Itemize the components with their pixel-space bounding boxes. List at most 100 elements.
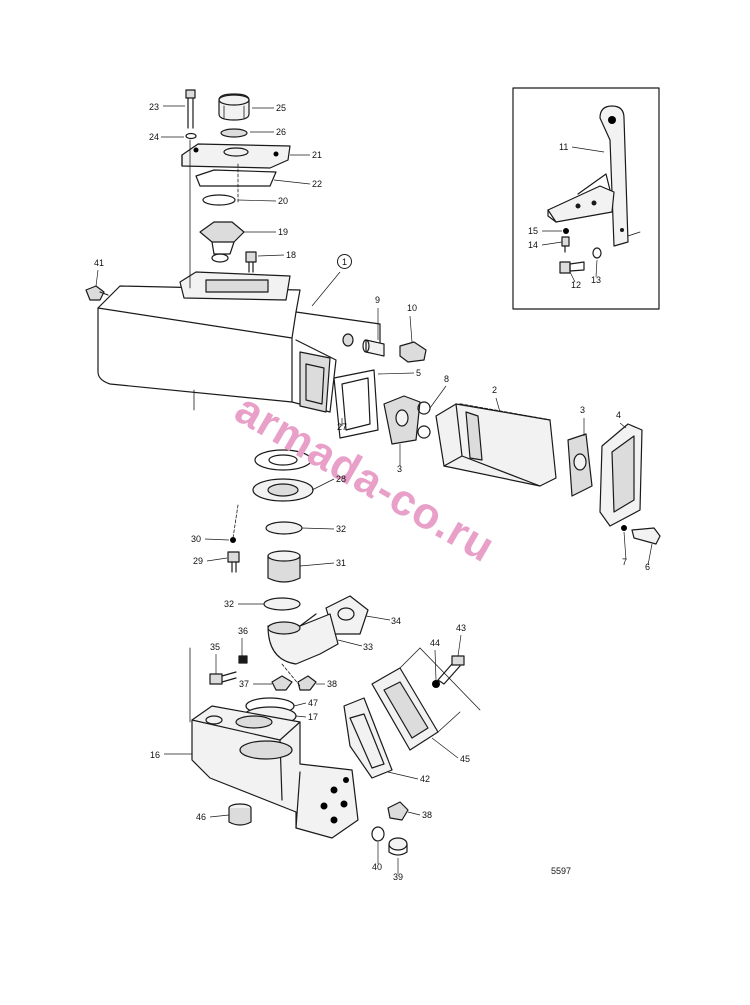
plug-part [271,675,293,691]
part-number-label: 44 [430,638,440,648]
bolt-part [185,89,196,129]
part-number-label: 25 [276,103,286,113]
end-cover-part [599,423,643,527]
part-number-label: 10 [407,303,417,313]
part-number-label: 18 [286,250,296,260]
callout-leader-line [273,179,311,185]
part-number-label: 14 [528,240,538,250]
part-number-label: 3 [397,464,402,474]
callout-leader-line [495,397,501,413]
part-number-label: 40 [372,862,382,872]
callout-leader-line [204,538,230,541]
tube-insert-part [435,403,557,487]
part-number-label: 22 [312,179,322,189]
callout-leader-line [311,478,335,491]
part-number-label: 47 [308,698,318,708]
part-number-label: 38 [327,679,337,689]
part-number-label: 30 [191,534,201,544]
callout-leader-line [299,562,335,567]
part-number-label: 26 [276,127,286,137]
part-number-label: 9 [375,295,380,305]
part-number-label: 16 [150,750,160,760]
screw-part [227,551,240,573]
part-number-label: 13 [591,275,601,285]
callout-leader-line [301,527,335,530]
part-number-label: 36 [238,626,248,636]
part-number-label: 6 [645,562,650,572]
pipe-flange-part [371,647,481,751]
callout-leader-line [337,639,363,647]
callout-leader-line [95,269,99,287]
plug-part [85,285,109,301]
hose-part [267,550,301,583]
filler-cap-part [218,93,250,121]
callout-leader-line [365,615,391,621]
part-number-label: 23 [149,102,159,112]
gasket-part [343,697,393,779]
part-number-label: 33 [363,642,373,652]
washer-part [371,826,385,842]
drawing-number: 5597 [551,866,571,876]
callout-leader-line [434,649,437,681]
part-number-label: 32 [336,524,346,534]
callout-leader-line [623,531,627,561]
fitting-part [399,341,427,363]
part-number-label: 32 [224,599,234,609]
callout-leader-line [293,702,307,707]
callout-leader-line [619,422,627,429]
part-number-label: 17 [308,712,318,722]
plug-part [297,675,317,691]
part-number-label: 19 [278,227,288,237]
part-number-label: 35 [210,642,220,652]
cover-plate-part [181,143,291,169]
part-number-label: 20 [278,196,288,206]
part-number-label: 27 [337,422,347,432]
part-number-label: 2 [492,385,497,395]
callout-leader-line [377,372,415,375]
inset-frame [512,87,660,310]
bolt-part [561,236,570,253]
washer-part [432,680,440,688]
callout-leader-line [409,315,413,343]
part-number-label: 29 [193,556,203,566]
callout-leader-line [311,271,341,307]
part-number-label: 41 [94,258,104,268]
part-number-label: 11 [559,142,568,152]
fitting-part [362,339,385,357]
part-number-label: 39 [393,872,403,882]
callout-leader-line [571,146,605,153]
washer-part [230,537,236,543]
exhaust-elbow-part [191,705,359,839]
callout-leader-line [569,271,576,283]
hose-clamp-part [263,597,301,611]
flange-part [325,595,369,635]
thermostat-part [199,221,245,263]
part-number-label: 24 [149,132,159,142]
part-number-label: 12 [571,280,581,290]
end-cover-part [383,395,421,445]
part-number-label: 1 [342,257,347,267]
part-number-label: 21 [312,150,322,160]
washer-part [592,247,602,259]
callout-leader-line [206,557,228,562]
part-number-label: 42 [420,774,430,784]
callout-leader-line [595,259,598,278]
nut-part [238,655,248,664]
end-cover-part [567,433,593,497]
screw-part [209,671,237,685]
callout-leader-line [541,241,563,246]
plug-part [387,801,409,821]
part-number-label: 46 [196,812,206,822]
part-number-label: 43 [456,623,466,633]
washer-part [185,132,197,140]
callout-leader-line [295,715,307,718]
part-number-label: 31 [336,558,346,568]
part-number-label: 15 [528,226,538,236]
bushing-part [228,803,252,826]
part-number-label: 28 [336,474,346,484]
sealing-ring-part [202,194,236,206]
callout-leader-line [457,634,462,657]
